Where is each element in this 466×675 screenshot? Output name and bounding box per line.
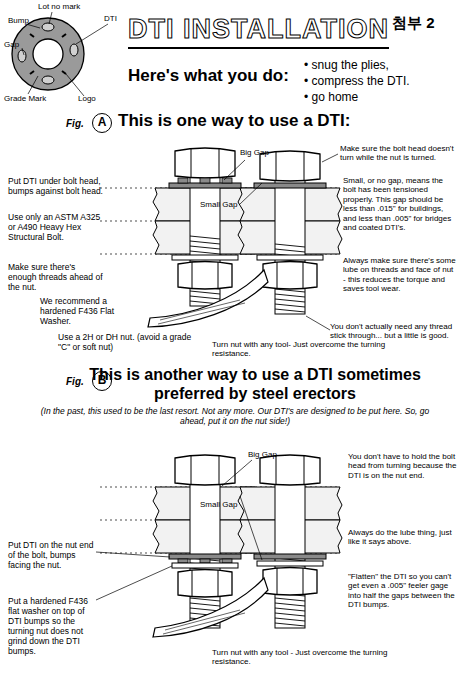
note-text: Make sure there's enough threads ahead o…: [8, 262, 103, 292]
note-text: Put DTI on the nut end of the bolt, bump…: [8, 540, 96, 570]
note-text: You don't actually need any thread stick…: [330, 322, 460, 341]
note-text: Always do the lube thing, just like it s…: [348, 528, 460, 547]
part-label: DTI: [104, 14, 134, 23]
figure-heading: This is another way to use a DTI sometim…: [80, 366, 430, 404]
note-text: Use a 2H or DH nut. (avoid a grade "C" o…: [58, 332, 198, 352]
note-text: You don't have to hold the bolt head fro…: [348, 452, 460, 480]
step-item: • go home: [304, 90, 454, 104]
gap-label: Big Gap: [240, 148, 290, 157]
note-text: Turn nut with any tool - Just overcome t…: [212, 648, 402, 667]
step-item: • snug the plies,: [304, 58, 454, 72]
part-label: Lot no mark: [38, 2, 108, 11]
gap-label: Big Gap: [248, 450, 298, 459]
note-text: Small, or no gap, means the bolt has bee…: [343, 176, 458, 233]
note-text: Put DTI under bolt head, bumps against b…: [8, 176, 103, 196]
note-text: Always make sure there's some lube on th…: [343, 256, 458, 294]
note-text: (In the past, this used to be the last r…: [40, 406, 430, 426]
intro-text: Here's what you do:: [128, 66, 303, 86]
part-label: Bump: [8, 16, 48, 25]
step-item: • compress the DTI.: [304, 74, 454, 88]
note-text: Use only an ASTM A325 or A490 Heavy Hex …: [8, 212, 103, 242]
note-text: We recommend a hardened F436 Flat Washer…: [40, 296, 140, 326]
note-text: "Flatten" the DTI so you can't get even …: [348, 572, 463, 610]
note-text: Put a hardened F436 flat washer on top o…: [8, 596, 98, 656]
title: DTI INSTALLATION: [128, 14, 389, 49]
gap-label: Small Gap: [200, 200, 250, 209]
gap-label: Small Gap: [200, 500, 250, 509]
attachment-label: 첨부 2: [392, 14, 462, 32]
part-label: Gap: [4, 40, 34, 49]
figure-letter: A: [92, 113, 112, 133]
note-text: Make sure the bolt head doesn't turn whi…: [340, 144, 460, 163]
note-text: Turn nut with any tool- Just overcome th…: [212, 340, 402, 359]
part-label: Grade Mark: [4, 94, 64, 103]
part-label: Logo: [78, 94, 118, 103]
figure-heading: This is one way to use a DTI:: [118, 111, 418, 131]
